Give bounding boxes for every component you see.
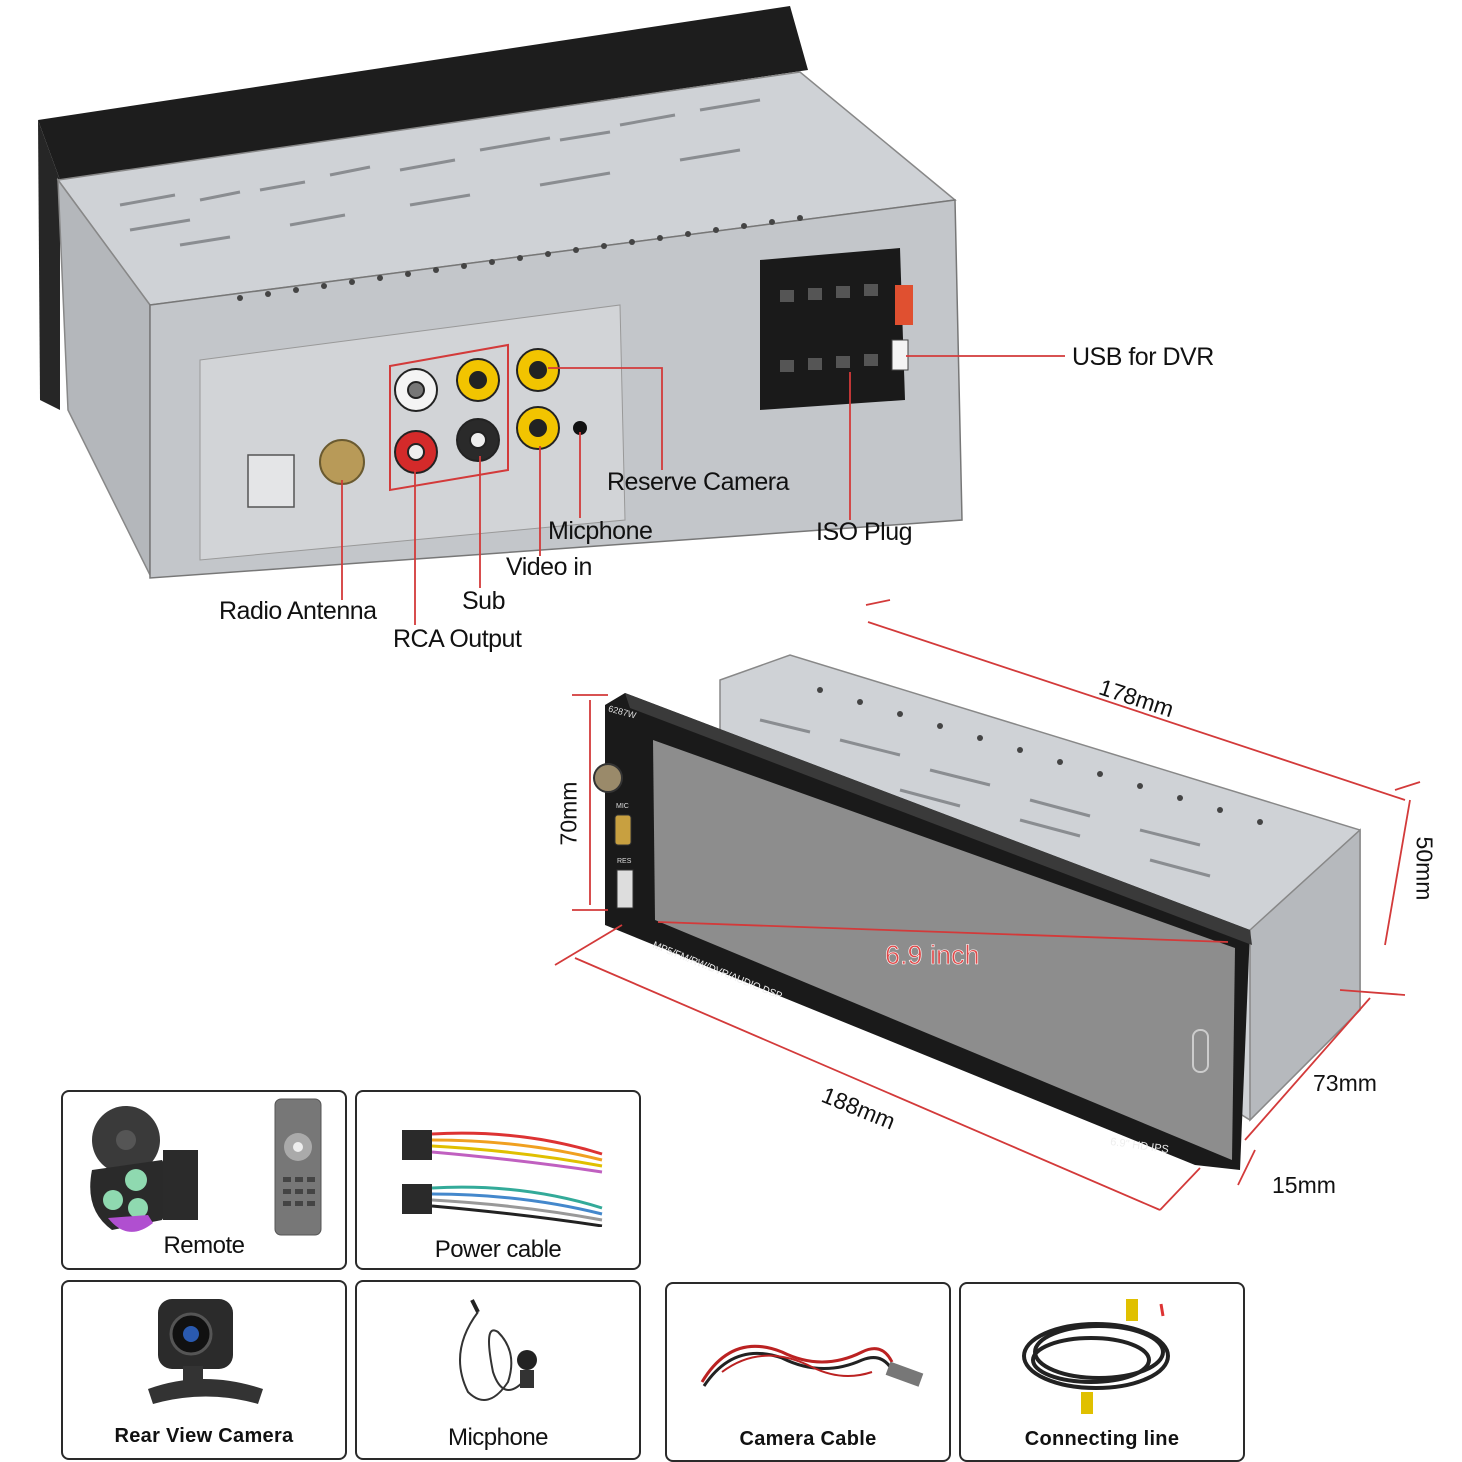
accessory-label: Remote xyxy=(163,1232,245,1259)
accessory-card-micphone: Micphone xyxy=(355,1280,641,1460)
callout-video-in: Video in xyxy=(506,553,592,581)
accessory-card-connecting-line: Connecting line xyxy=(959,1282,1245,1462)
accessory-card-power-cable: Power cable xyxy=(355,1090,641,1270)
dim-depth: 50mm xyxy=(1411,836,1438,901)
dim-height: 70mm xyxy=(555,781,582,846)
accessory-label: Camera Cable xyxy=(739,1428,877,1450)
dim-face-depth: 15mm xyxy=(1272,1172,1336,1198)
callout-iso-plug: ISO Plug xyxy=(816,518,913,546)
port-res-label: RES xyxy=(617,858,632,865)
port-mic-label: MIC xyxy=(616,803,629,810)
handheld-remote-icon xyxy=(274,1098,322,1236)
dim-width2: 73mm xyxy=(1313,1070,1377,1096)
power-cable-icon xyxy=(402,1130,603,1227)
callout-usb-dvr: USB for DVR xyxy=(1072,343,1214,371)
connecting-line-icon xyxy=(1022,1299,1170,1414)
dim-screen: 6.9 inch xyxy=(885,940,980,971)
accessory-label: Micphone xyxy=(447,1424,549,1451)
accessory-label: Power cable xyxy=(434,1236,562,1263)
accessory-card-rear-view-camera: Rear View Camera xyxy=(61,1280,347,1460)
steering-remote-icon xyxy=(90,1106,198,1232)
camera-cable-icon xyxy=(700,1344,924,1387)
accessory-label: Rear View Camera xyxy=(114,1425,294,1447)
rear-view-illustration xyxy=(38,6,1065,625)
callout-reserve-camera: Reserve Camera xyxy=(607,468,789,496)
front-view-illustration xyxy=(554,599,1421,1211)
callout-micphone: Micphone xyxy=(548,517,653,545)
accessory-card-remote: Remote xyxy=(61,1090,347,1270)
callout-radio-antenna: Radio Antenna xyxy=(219,597,377,625)
microphone-icon xyxy=(459,1299,537,1401)
callout-sub: Sub xyxy=(462,587,505,615)
callout-rca-output: RCA Output xyxy=(393,625,522,653)
rear-camera-icon xyxy=(148,1299,263,1404)
accessory-card-camera-cable: Camera Cable xyxy=(665,1282,951,1462)
accessory-label: Connecting line xyxy=(1024,1428,1180,1450)
